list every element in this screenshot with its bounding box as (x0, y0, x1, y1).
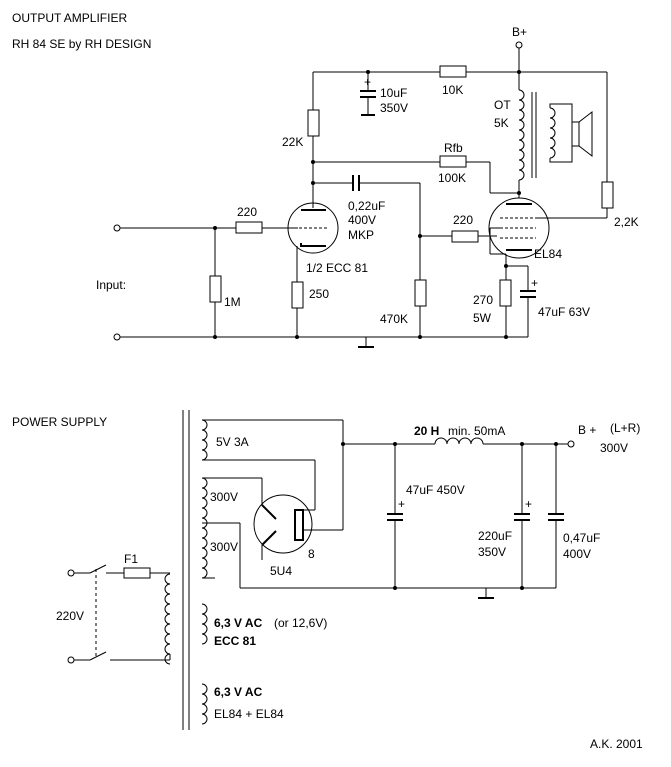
resistor-10k-label: 10K (442, 83, 463, 97)
bplus-output-terminal (567, 440, 575, 448)
resistor-250-label: 250 (309, 287, 329, 301)
mains-switch-top (89, 564, 107, 574)
capacitor-047uf-voltage: 400V (563, 547, 591, 561)
capacitor-10uf-voltage: 350V (380, 101, 408, 115)
svg-text:+: + (398, 497, 405, 511)
choke-20h (434, 437, 484, 445)
fuse-f1-label: F1 (124, 552, 138, 566)
capacitor-coupling-voltage: 400V (348, 213, 376, 227)
output-amplifier-circuit: B+ 10K + 10uF 350V 22K (96, 25, 639, 348)
secondary-5v-winding (201, 419, 208, 461)
resistor-22k-label: 22K (282, 135, 303, 149)
resistor-470k-label: 470K (380, 312, 408, 326)
heater-ecc81-alt: (or 12,6V) (274, 616, 327, 630)
bplus-output-voltage: 300V (600, 441, 628, 455)
primary-winding (164, 573, 171, 665)
input-label: Input: (96, 278, 126, 292)
heater-ecc81-tube: ECC 81 (214, 634, 256, 648)
resistor-input-220-label: 220 (237, 205, 257, 219)
tube-el84-label: EL84 (534, 247, 562, 261)
mains-terminal-bottom (67, 656, 75, 664)
secondary-hv-top-label: 300V (210, 490, 238, 504)
capacitor-coupling-type: MKP (348, 228, 374, 242)
capacitor-047uf (548, 444, 564, 588)
resistor-470k (414, 279, 427, 307)
capacitor-220uf: + (514, 444, 532, 588)
secondary-hv-winding (201, 477, 208, 579)
capacitor-220uf-value: 220uF (478, 529, 512, 543)
input-terminal-ground (113, 333, 121, 341)
capacitor-047uf-value: 0,47uF (563, 531, 600, 545)
capacitor-10uf-value: 10uF (380, 86, 407, 100)
capacitor-10uf: + (360, 72, 376, 116)
capacitor-220uf-voltage: 350V (478, 545, 506, 559)
bplus-label: B+ (512, 25, 527, 39)
capacitor-47uf-cathode-label: 47uF 63V (538, 305, 590, 319)
speaker-icon (571, 110, 593, 158)
resistor-rfb-value: 100K (438, 171, 466, 185)
tube-ecc81-label: 1/2 ECC 81 (306, 261, 368, 275)
resistor-rfb-label: Rfb (444, 141, 463, 155)
resistor-270-power: 5W (473, 311, 492, 325)
heater-el84-voltage: 6,3 V AC (214, 685, 263, 699)
mains-voltage-label: 220V (56, 609, 84, 623)
resistor-22k (307, 109, 320, 137)
capacitor-47uf-reservoir: + (387, 444, 405, 588)
fuse-f1 (123, 567, 151, 579)
svg-text:+: + (525, 497, 532, 511)
choke-spec: min. 50mA (448, 424, 505, 438)
secondary-hv-bottom-label: 300V (210, 540, 238, 554)
bplus-terminal (515, 41, 523, 49)
tube-el84 (488, 193, 550, 259)
svg-text:+: + (531, 276, 538, 290)
bplus-output-channels: (L+R) (610, 421, 640, 435)
resistor-250 (291, 281, 304, 309)
svg-text:+: + (364, 75, 371, 89)
capacitor-reservoir-label: 47uF 450V (406, 483, 465, 497)
resistor-grid-stopper-220 (451, 230, 479, 243)
heater-el84-winding (201, 683, 208, 725)
tube-5u4-label: 5U4 (270, 564, 292, 578)
ot-impedance: 5K (494, 116, 509, 130)
resistor-1m-label: 1M (224, 295, 241, 309)
mains-switch-bottom (89, 651, 107, 661)
resistor-10k (439, 65, 467, 78)
resistor-grid-stopper-label: 220 (453, 213, 473, 227)
heater-ecc81-winding (201, 603, 208, 645)
secondary-5v-label: 5V 3A (216, 435, 249, 449)
author-credit: A.K. 2001 (590, 737, 643, 751)
output-transformer (518, 72, 573, 193)
capacitor-coupling-value: 0,22uF (348, 199, 385, 213)
tube-5u4-pin: 8 (308, 547, 315, 561)
resistor-1m (209, 275, 222, 303)
resistor-2k2 (601, 181, 614, 209)
bplus-output-label: B + (578, 423, 596, 437)
heater-ecc81-voltage: 6,3 V AC (214, 616, 263, 630)
resistor-2k2-label: 2,2K (614, 215, 639, 229)
power-supply-title: POWER SUPPLY (12, 415, 107, 429)
resistor-input-220 (235, 221, 263, 234)
capacitor-47uf-cathode: + (520, 266, 538, 337)
resistor-rfb (439, 155, 467, 168)
choke-value: 20 H (414, 424, 439, 438)
ot-label: OT (494, 98, 511, 112)
tube-ecc81 (287, 202, 339, 254)
power-supply-circuit: F1 220V 5V 3A 300V 300V 5U4 (56, 410, 640, 730)
heater-el84-tube: EL84 + EL84 (214, 707, 284, 721)
amplifier-subtitle: RH 84 SE by RH DESIGN (12, 37, 151, 51)
tube-5u4 (253, 460, 343, 560)
resistor-270 (499, 279, 512, 307)
mains-terminal-top (67, 569, 75, 577)
resistor-270-value: 270 (473, 293, 493, 307)
amplifier-title: OUTPUT AMPLIFIER (12, 11, 127, 25)
input-terminal-hot (113, 224, 121, 232)
